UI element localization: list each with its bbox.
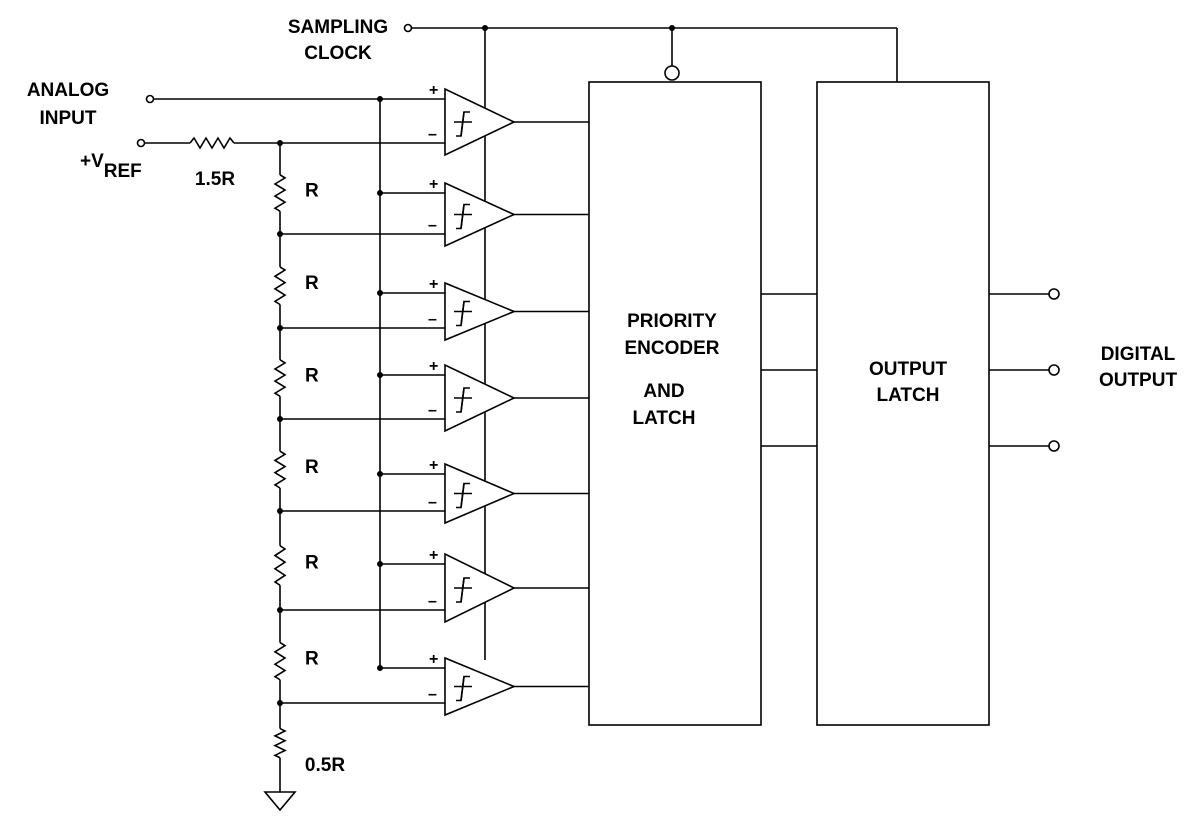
resistor-top-label: 1.5R (195, 169, 235, 190)
resistor-1-5r (189, 136, 235, 150)
comparator-minus-3: – (428, 311, 437, 328)
comparator-triangle-5 (444, 462, 517, 525)
vref-main: +V (80, 151, 104, 172)
resistor-r-label-6: R (305, 649, 319, 670)
resistor-ladder: R R R R R R (273, 143, 445, 776)
encoder-label-3: AND (643, 381, 684, 402)
digital-output-terminal-1 (1048, 288, 1060, 300)
comparator-minus-1: – (428, 126, 437, 143)
resistor-r-label-1: R (305, 181, 319, 202)
comparator-2: +– (377, 176, 589, 248)
comparator-minus-2: – (428, 217, 437, 234)
comparator-minus-5: – (428, 494, 437, 511)
comparator-triangle-6 (444, 552, 516, 624)
resistor-r-1 (273, 174, 287, 212)
comparator-6: +– (377, 547, 589, 624)
comparator-1: +– (428, 82, 589, 157)
comparator-minus-4: – (428, 402, 437, 419)
comparator-plus-7: + (429, 651, 438, 668)
comparator-plus-1: + (429, 82, 438, 99)
comparator-4: +– (377, 358, 589, 433)
resistor-r-5 (273, 544, 287, 586)
comparator-triangle-4 (444, 363, 516, 433)
comparator-minus-7: – (428, 686, 437, 703)
comparator-plus-2: + (429, 176, 438, 193)
hysteresis-icon-edge-7 (460, 676, 465, 701)
ground-icon (263, 791, 297, 812)
analog-input-label-1: ANALOG (27, 80, 109, 101)
hysteresis-icon-edge-5 (460, 483, 465, 508)
hysteresis-icon-edge-1 (460, 111, 465, 137)
comparator-minus-6: – (428, 593, 437, 610)
output-latch-block (816, 81, 990, 726)
encoder-label-2: ENCODER (624, 338, 719, 359)
vref-label: +VREF (80, 151, 142, 182)
sampling-clock-label-1: SAMPLING (288, 17, 388, 38)
comparator-plus-5: + (429, 457, 438, 474)
comparator-bank: +–+–+–+–+–+–+– (377, 82, 589, 717)
resistor-bottom-label: 0.5R (305, 755, 345, 776)
analog-input-terminal (145, 94, 155, 104)
digital-output-label-1: DIGITAL (1101, 344, 1176, 365)
encoder-clock-bubble (664, 65, 680, 81)
output-bits (761, 288, 1060, 452)
comparator-triangle-1 (444, 87, 516, 157)
digital-output-terminal-3 (1048, 440, 1060, 452)
comparator-plus-3: + (429, 276, 438, 293)
comparator-5: +– (377, 457, 589, 525)
comparator-triangle-3 (444, 281, 517, 342)
hysteresis-icon-edge-3 (460, 301, 465, 326)
digital-output-terminal-2 (1048, 364, 1060, 376)
hysteresis-icon-edge-4 (460, 387, 465, 413)
hysteresis-icon-edge-2 (460, 204, 465, 229)
sampling-clock-terminal (403, 23, 413, 33)
comparator-plus-4: + (429, 358, 438, 375)
resistor-r-label-4: R (305, 457, 319, 478)
resistor-r-label-3: R (305, 366, 319, 387)
digital-output-label-2: OUTPUT (1099, 370, 1178, 391)
comparator-3: +– (377, 276, 589, 342)
priority-encoder-block (588, 81, 762, 726)
resistor-r-label-5: R (305, 553, 319, 574)
output-latch-label-2: LATCH (877, 385, 940, 406)
output-latch-label-1: OUTPUT (869, 359, 948, 380)
hysteresis-icon-edge-6 (460, 577, 465, 603)
resistor-r-label-2: R (305, 273, 319, 294)
comparator-plus-6: + (429, 547, 438, 564)
analog-input-label-2: INPUT (40, 108, 97, 129)
comparator-triangle-7 (444, 656, 517, 717)
comparator-triangle-2 (444, 181, 516, 248)
resistor-r-6 (273, 641, 287, 681)
vref-sub: REF (104, 161, 142, 182)
sampling-clock-label-2: CLOCK (304, 43, 372, 64)
comparator-7: +– (377, 651, 589, 717)
encoder-label-4: LATCH (633, 408, 696, 429)
resistor-r-3 (273, 359, 287, 397)
encoder-label-1: PRIORITY (627, 311, 717, 332)
vref-terminal (136, 138, 146, 148)
resistor-r-4 (273, 450, 287, 489)
resistor-0-5r (273, 727, 287, 759)
resistor-r-2 (273, 266, 287, 306)
